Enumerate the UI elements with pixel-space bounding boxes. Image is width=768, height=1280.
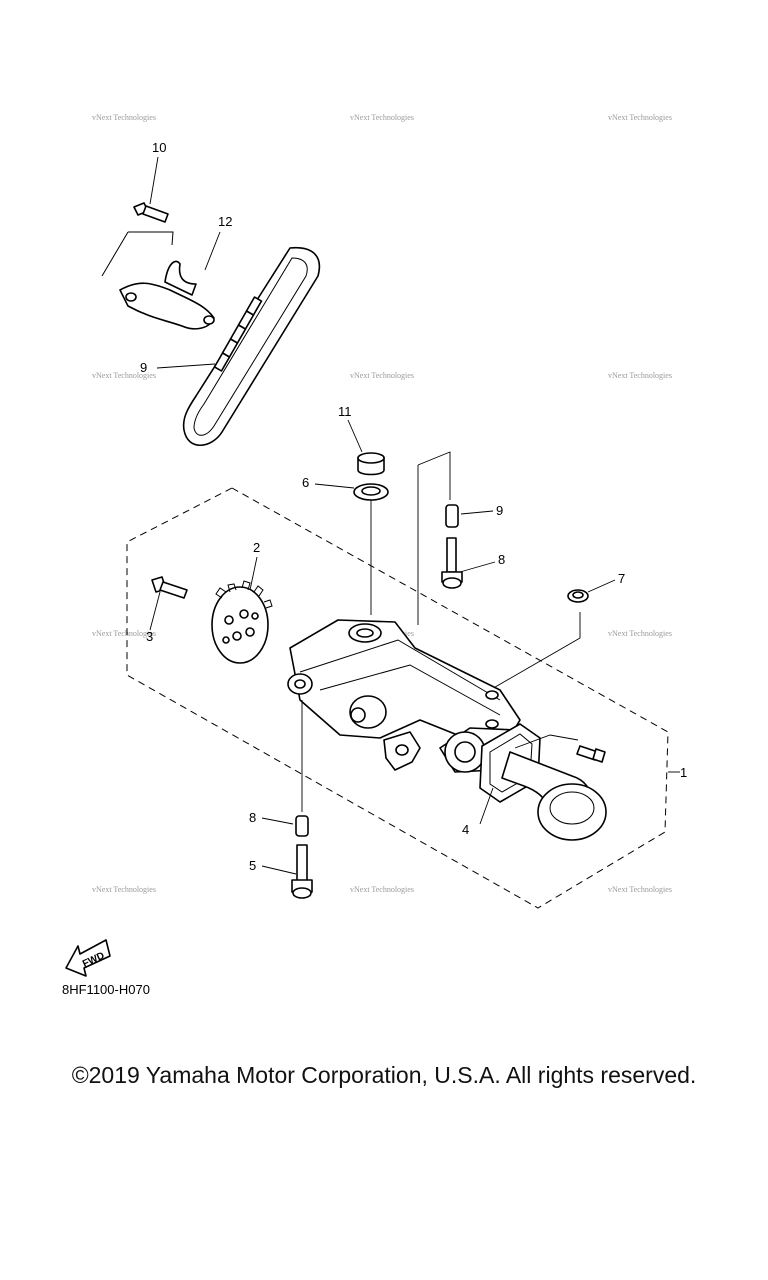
strainer-screen-inner	[549, 791, 595, 825]
mount-hole	[485, 690, 499, 700]
leader-line	[156, 363, 216, 369]
callout-label: 9	[140, 360, 147, 375]
strainer-port-inner	[454, 741, 476, 763]
chain-links	[213, 296, 263, 372]
leader-line	[261, 865, 297, 875]
watermark: vNext Technologies	[350, 885, 414, 894]
bolt-12	[133, 202, 169, 223]
callout-label: 4	[462, 822, 469, 837]
watermark: vNext Technologies	[350, 113, 414, 122]
oring-hole	[572, 591, 584, 599]
bolt-8-upper	[441, 537, 463, 589]
watermark: vNext Technologies	[92, 371, 156, 380]
leader-line	[249, 556, 258, 591]
leader-line	[347, 419, 363, 453]
callout-label: 2	[253, 540, 260, 555]
callout-label: 8	[249, 810, 256, 825]
body-bore-inner	[356, 628, 374, 638]
leader-line	[587, 579, 616, 593]
chain-guide-11	[119, 282, 215, 330]
fwd-arrow-icon: FWD	[65, 939, 111, 977]
screw-3	[151, 576, 188, 599]
mount-hole	[485, 719, 499, 729]
callout-label: 11	[338, 404, 352, 419]
leader-line	[261, 817, 294, 825]
watermark: vNext Technologies	[608, 113, 672, 122]
watermark: vNext Technologies	[92, 885, 156, 894]
watermark: vNext Technologies	[92, 113, 156, 122]
gear-2	[211, 580, 273, 664]
assembly-boundary	[126, 487, 669, 909]
dowel-pin-9-lower	[295, 815, 309, 837]
leader-line	[314, 483, 355, 489]
bracket-hole	[395, 744, 409, 756]
callout-label: 12	[218, 214, 232, 229]
leader-line	[514, 734, 579, 749]
callout-label: 9	[496, 503, 503, 518]
callout-label: 7	[618, 571, 625, 586]
leader-line	[460, 510, 494, 515]
watermark: vNext Technologies	[608, 885, 672, 894]
watermark: vNext Technologies	[350, 371, 414, 380]
timing-chain-10	[182, 246, 321, 446]
bolt-8-lower	[291, 844, 313, 899]
callout-label: 10	[152, 140, 166, 155]
callout-label: 3	[146, 629, 153, 644]
leader-line	[149, 156, 159, 205]
leader-line	[459, 561, 496, 573]
dowel-pin-9-upper	[445, 504, 459, 528]
relief-valve-cap	[350, 707, 366, 723]
leader-line	[204, 231, 221, 271]
leader-line	[417, 451, 451, 500]
copyright-notice: ©2019 Yamaha Motor Corporation, U.S.A. A…	[71, 1062, 697, 1088]
leader-line	[149, 591, 161, 631]
watermark: vNext Technologies	[608, 629, 672, 638]
collar-top	[357, 452, 385, 464]
strainer-bolt	[576, 745, 606, 763]
guide-hole	[203, 315, 215, 325]
callout-label: 1	[680, 765, 687, 780]
chain-guide-arm	[164, 260, 197, 296]
watermark: vNext Technologies	[92, 629, 156, 638]
leader-line	[489, 612, 581, 691]
leader-line	[101, 231, 174, 277]
callout-label: 8	[498, 552, 505, 567]
timing-chain-inner	[193, 257, 308, 436]
watermarks: vNext Technologies vNext Technologies vN…	[92, 113, 672, 894]
diagram-code: 8HF1100-H070	[62, 982, 150, 997]
callout-label: 5	[249, 858, 256, 873]
washer-hole	[361, 486, 381, 496]
watermark: vNext Technologies	[608, 371, 672, 380]
callout-label: 6	[302, 475, 309, 490]
guide-hole	[125, 292, 137, 302]
body-boss-inner	[294, 679, 306, 689]
leader-line	[479, 787, 494, 825]
